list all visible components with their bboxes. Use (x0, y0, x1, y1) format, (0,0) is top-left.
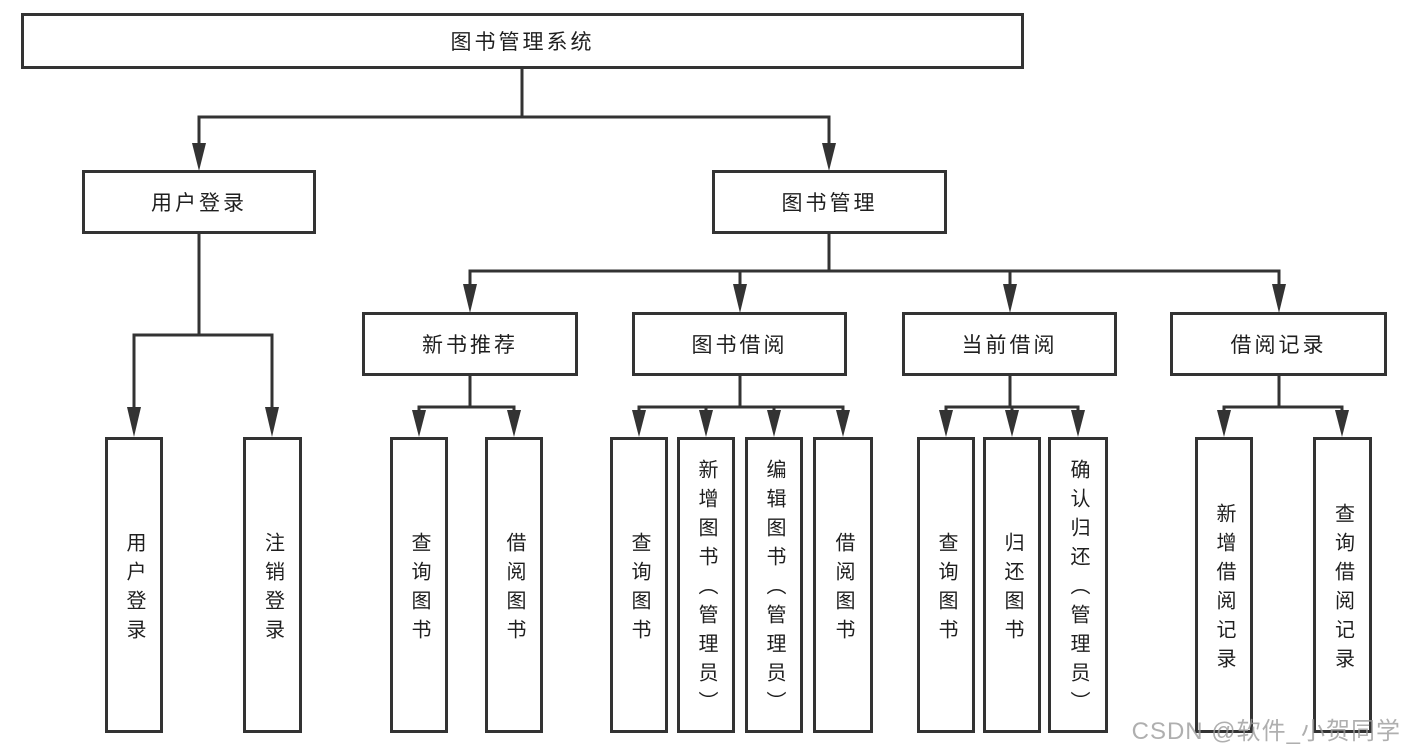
csdn-watermark: CSDN @软件_小贺同学 (1131, 718, 1401, 745)
node-leaf-logout: 注销登录 (243, 437, 302, 733)
node-leaf-query-borrow-record: 查询借阅记录 (1313, 437, 1372, 733)
node-leaf-query-books-current: 查询图书 (917, 437, 975, 733)
node-library-system: 图书管理系统 (21, 13, 1024, 69)
node-label: 确认归还（管理员） (1067, 459, 1089, 720)
node-label: 查询图书 (628, 531, 650, 648)
node-leaf-borrow-books-recommend: 借阅图书 (485, 437, 543, 733)
node-leaf-user-login: 用户登录 (105, 437, 163, 733)
node-label: 新书推荐 (422, 334, 518, 357)
node-new-book-recommend: 新书推荐 (362, 312, 578, 376)
node-current-borrow: 当前借阅 (902, 312, 1117, 376)
node-label: 新增借阅记录 (1213, 502, 1235, 677)
node-label: 归还图书 (1001, 531, 1023, 648)
node-label: 借阅记录 (1230, 334, 1327, 357)
node-user-login-group: 用户登录 (82, 170, 316, 234)
node-leaf-return-books: 归还图书 (983, 437, 1041, 733)
node-label: 当前借阅 (961, 334, 1058, 357)
node-label: 注销登录 (261, 531, 284, 648)
node-book-borrow: 图书借阅 (632, 312, 847, 376)
node-label: 借阅图书 (503, 531, 525, 648)
node-label: 查询图书 (935, 531, 957, 648)
node-label: 用户登录 (151, 192, 247, 215)
node-label: 借阅图书 (832, 531, 854, 648)
node-label: 用户登录 (123, 531, 145, 648)
node-label: 图书管理 (781, 192, 878, 215)
node-leaf-query-books-recommend: 查询图书 (390, 437, 448, 733)
node-leaf-confirm-return-admin: 确认归还（管理员） (1048, 437, 1108, 733)
node-leaf-add-books-admin: 新增图书（管理员） (677, 437, 735, 733)
node-leaf-borrow-books: 借阅图书 (813, 437, 873, 733)
node-label: 查询借阅记录 (1331, 502, 1354, 677)
node-book-management: 图书管理 (712, 170, 947, 234)
node-leaf-edit-books-admin: 编辑图书（管理员） (745, 437, 803, 733)
node-borrow-records: 借阅记录 (1170, 312, 1387, 376)
node-leaf-add-borrow-record: 新增借阅记录 (1195, 437, 1253, 733)
node-label: 编辑图书（管理员） (763, 459, 785, 720)
node-label: 图书管理系统 (450, 31, 595, 54)
node-leaf-query-books-borrow: 查询图书 (610, 437, 668, 733)
node-label: 查询图书 (408, 531, 430, 648)
arrowheads (127, 143, 1349, 437)
node-label: 图书借阅 (691, 334, 788, 357)
node-label: 新增图书（管理员） (695, 459, 717, 720)
